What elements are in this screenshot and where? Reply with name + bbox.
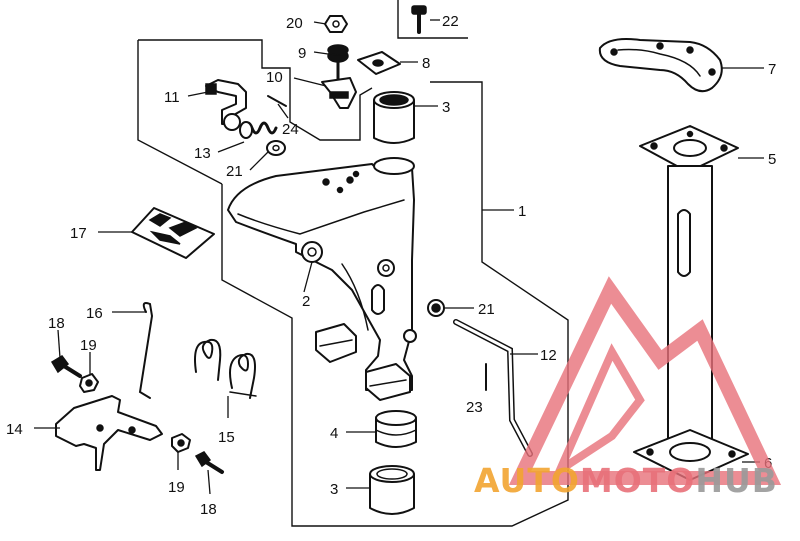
callout-15: 15 xyxy=(218,429,235,446)
assembly-boundary xyxy=(137,0,569,527)
callout-11: 11 xyxy=(164,89,180,106)
part-washer-21-upper xyxy=(266,140,286,156)
callout-23: 23 xyxy=(466,399,483,416)
callout-16: 16 xyxy=(86,305,103,322)
callout-24: 24 xyxy=(282,121,299,138)
callout-18-upper: 18 xyxy=(48,315,65,332)
part-nut-plate-8 xyxy=(357,51,401,75)
callout-10: 10 xyxy=(266,69,283,86)
part-bolt-22 xyxy=(411,5,427,34)
callout-4: 4 xyxy=(330,425,338,442)
callout-1: 1 xyxy=(518,203,526,220)
watermark-text-part1: AUTO xyxy=(474,461,580,500)
part-bolt-18-lower xyxy=(194,451,224,474)
svg-text:AUTOMOTOHUB: AUTOMOTOHUB xyxy=(474,461,778,500)
callout-7: 7 xyxy=(768,61,776,78)
watermark-text-part2: MOTO xyxy=(580,461,695,500)
part-bushing-3-upper xyxy=(373,91,415,144)
callout-3-upper: 3 xyxy=(442,99,450,116)
watermark-logo-mark xyxy=(508,276,782,485)
callout-13: 13 xyxy=(194,145,211,162)
callout-19-lower: 19 xyxy=(168,479,185,496)
callout-2: 2 xyxy=(302,293,310,310)
part-spring-13 xyxy=(239,121,278,139)
callout-21-lower: 21 xyxy=(478,301,495,318)
part-bushing-3-lower xyxy=(369,465,415,515)
watermark-logo xyxy=(508,276,782,485)
part-nut-20 xyxy=(324,15,348,33)
callout-21-upper: 21 xyxy=(226,163,243,180)
part-pin-24 xyxy=(267,95,287,107)
part-base-6 xyxy=(633,429,749,481)
callout-19-upper: 19 xyxy=(80,337,97,354)
part-nut-19-upper xyxy=(79,373,99,393)
callout-17: 17 xyxy=(70,225,87,242)
callout-8: 8 xyxy=(422,55,430,72)
part-decal-17 xyxy=(131,207,215,259)
part-shaft-5 xyxy=(639,125,739,445)
part-bracket-14 xyxy=(55,395,163,471)
part-washer-21-lower xyxy=(427,299,445,317)
part-springs-15 xyxy=(194,338,257,399)
callout-3-lower: 3 xyxy=(330,481,338,498)
callout-20: 20 xyxy=(286,15,303,32)
part-lever-11 xyxy=(205,79,247,131)
callout-9: 9 xyxy=(298,45,306,62)
part-bolt-18-upper xyxy=(50,355,82,378)
callout-5: 5 xyxy=(768,151,776,168)
part-ring-4 xyxy=(375,410,417,448)
watermark-text: AUTOMOTOHUB xyxy=(474,461,778,500)
callout-12: 12 xyxy=(540,347,557,364)
part-rod-12 xyxy=(453,319,533,457)
part-rod-16 xyxy=(138,302,154,399)
watermark-text-part3: HUB xyxy=(695,461,778,500)
part-nut-9 xyxy=(327,44,349,63)
part-plate-7 xyxy=(598,38,723,93)
callout-22: 22 xyxy=(442,13,459,30)
part-nut-19-lower xyxy=(171,433,191,453)
part-swivel-bracket-2 xyxy=(227,157,417,401)
callout-labels: 20 22 9 8 7 10 11 3 24 13 21 5 1 17 2 16… xyxy=(6,13,776,518)
callout-18-lower: 18 xyxy=(200,501,217,518)
part-bracket-10 xyxy=(321,60,357,109)
leader-lines xyxy=(34,19,764,495)
callout-14: 14 xyxy=(6,421,23,438)
